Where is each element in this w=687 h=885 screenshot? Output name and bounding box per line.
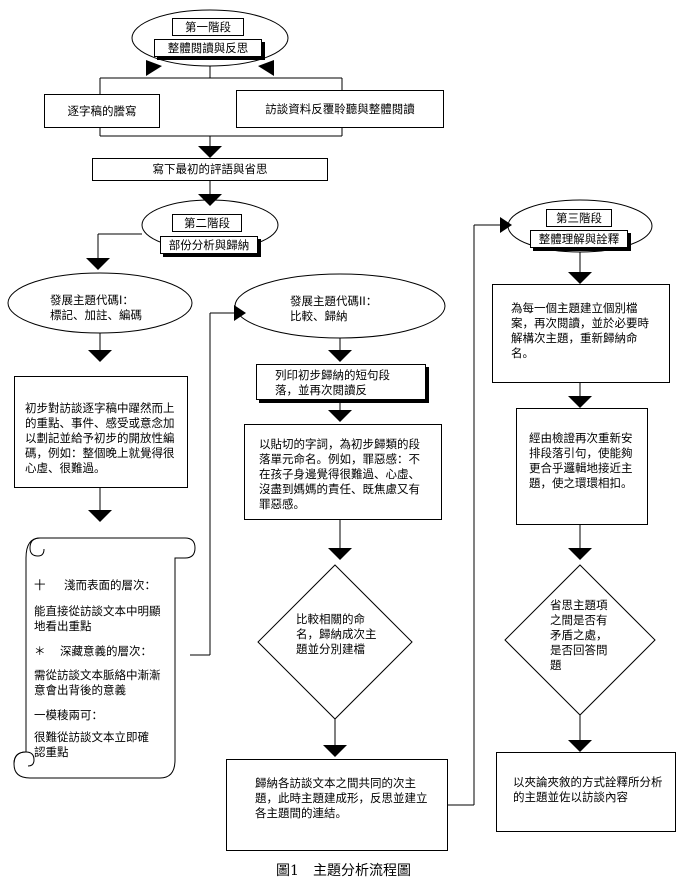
- scroll-item2-symbol: ＊: [34, 644, 46, 658]
- reflect-diamond-text: 省思主題項之間是否有矛盾之處，是否回答問題: [550, 598, 608, 672]
- unit-box: 以貼切的字詞，為初步歸類的段落單元命名。例如，罪惡感：不在孩子身邊覺得很難過、心…: [244, 424, 442, 520]
- code1-line1: 發展主題代碼I：: [50, 293, 134, 307]
- scroll-item2-title: 深藏意義的層次：: [60, 644, 152, 658]
- arrow-10: [323, 745, 347, 757]
- file-box: 為每一個主題建立個別檔案，再次閱讀，並於必要時解構次主題，重新歸納命名。: [492, 284, 670, 383]
- arrow-6: [234, 305, 246, 321]
- arrow-15: [568, 740, 592, 752]
- code2-line2: 比較、歸納: [290, 309, 348, 323]
- scroll-item1-symbol: 十: [34, 578, 46, 592]
- stage1-left-wedge: [146, 60, 162, 76]
- arrow-8: [328, 410, 352, 422]
- stage1-subtitle: 整體閱讀與反思: [154, 39, 262, 57]
- code2-line1: 發展主題代碼II：: [290, 294, 378, 308]
- scroll-item2-text: 需從訪談文本脈絡中漸漸意會出背後的意義: [34, 668, 161, 697]
- stage2-subtitle: 部份分析與歸納: [160, 236, 258, 254]
- arrow-5: [88, 510, 112, 522]
- arrow-11: [500, 217, 512, 233]
- figure-caption: 圖1 主題分析流程圖: [276, 863, 411, 879]
- scroll-item3-text: 很難從訪談文本立即確認重點: [34, 730, 149, 759]
- reread-box: 訪談資料反覆聆聽與整體閱讀: [236, 90, 444, 128]
- print-box: 列印初步歸納的短句段落，並再次閱讀反: [256, 364, 426, 400]
- interpret-box: 以夾論夾敘的方式詮釋所分析的主題並佐以訪談內容: [496, 752, 676, 832]
- scroll-item1-title: 淺而表面的層次：: [64, 578, 156, 592]
- mark-box: 初步對訪談逐字稿中躍然而上的重點、事件、感受或意念加以劃記並給予初步的開放性編碼…: [14, 376, 188, 488]
- arrow-7: [328, 350, 352, 362]
- arrow-14: [568, 548, 592, 560]
- transcribe-box: 逐字稿的謄寫: [44, 94, 160, 128]
- stage2-label: 第二階段: [172, 214, 242, 232]
- induce-box: 歸納各訪談文本之間共同的次主題，此時主題建成形，反思並建立各主題間的連結。: [226, 759, 448, 851]
- comments-box: 寫下最初的評語與省思: [92, 158, 328, 181]
- stage1-label: 第一階段: [172, 18, 244, 36]
- stage3-subtitle: 整體理解與詮釋: [530, 230, 628, 248]
- arrow-1: [198, 146, 222, 158]
- compare-diamond-text: 比較相關的命名，歸納成次主題並分別建檔: [296, 612, 377, 656]
- scroll-item1-text: 能直接從訪談文本中明顯地看出重點: [34, 604, 161, 633]
- stage3-label: 第三階段: [546, 209, 612, 227]
- arrow-2: [198, 194, 222, 206]
- scroll-item3-title: 一模稜兩可：: [34, 708, 103, 722]
- arrow-4: [88, 350, 112, 362]
- code1-line2: 標記、加註、編碼: [50, 308, 142, 322]
- scroll-shape: [13, 537, 196, 779]
- arrow-3: [86, 258, 110, 270]
- arrow-13: [568, 396, 592, 408]
- arrow-9: [328, 548, 352, 560]
- stage1-right-wedge: [258, 60, 274, 76]
- arrow-12: [568, 272, 592, 284]
- verify-box: 經由檢證再次重新安排段落引句，使能夠更合乎邏輯地接近主題，使之環環相扣。: [516, 408, 648, 525]
